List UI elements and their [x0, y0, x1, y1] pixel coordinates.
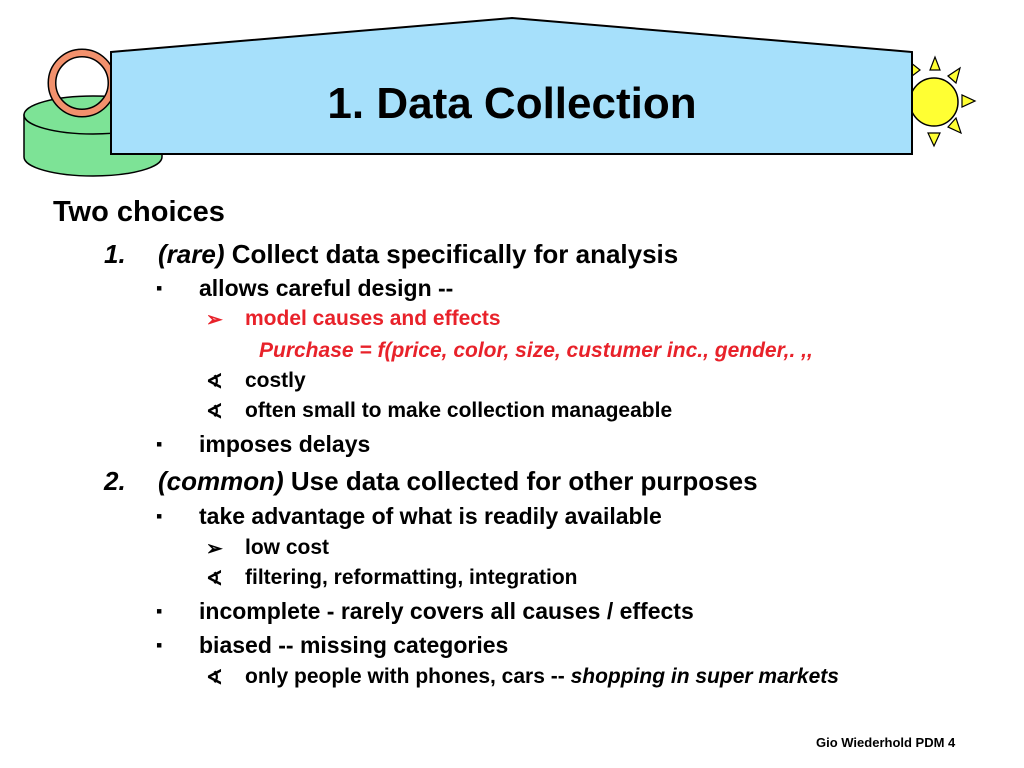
item-2-bullet-2: incomplete - rarely covers all causes / … — [199, 598, 694, 624]
item-2-bullet-1-sub-2: filtering, reformatting, integration — [245, 566, 578, 589]
item-2-bullet-3: biased -- missing categories — [199, 632, 509, 658]
slide-title: 1. Data Collection — [327, 79, 697, 128]
item-1-bullet-1-sub-2: costly — [245, 369, 306, 392]
item-1-bullet-2: imposes delays — [199, 431, 371, 457]
square-bullet-icon: ▪ — [156, 434, 163, 454]
item-1-text: Collect data specifically for analysis — [231, 239, 679, 269]
item-1-bullet-1: allows careful design -- — [199, 275, 454, 301]
item-1: (rare) Collect data specifically for ana… — [158, 239, 678, 270]
square-bullet-icon: ▪ — [156, 506, 163, 526]
heading-two-choices: Two choices — [53, 196, 225, 228]
item-number-1: 1. — [104, 239, 126, 269]
item-1-bullet-1-sub-1: model causes and effects — [245, 307, 501, 330]
slide-footer: Gio Wiederhold PDM 4 — [816, 735, 956, 750]
chevron-bullet-icon: ∢ — [206, 401, 223, 423]
title-banner-shape — [110, 16, 913, 155]
title-banner: 1. Data Collection — [110, 14, 914, 156]
square-bullet-icon: ▪ — [156, 601, 163, 621]
item-2-tag: (common) — [158, 466, 284, 496]
arrow-bullet-icon: ➢ — [206, 538, 223, 560]
chevron-bullet-icon: ∢ — [206, 371, 223, 393]
item-2-bullet-3-sub-1-italic: shopping in super markets — [570, 665, 839, 688]
sun-icon — [909, 55, 977, 148]
item-1-bullet-1-sub-3: often small to make collection manageabl… — [245, 399, 673, 422]
item-1-tag: (rare) — [158, 239, 225, 269]
purchase-formula: Purchase = f(price, color, size, custume… — [259, 339, 813, 362]
chevron-bullet-icon: ∢ — [206, 568, 223, 590]
item-2-bullet-1-sub-1: low cost — [245, 536, 330, 559]
item-2: (common) Use data collected for other pu… — [158, 466, 758, 497]
item-2-bullet-3-sub-1: only people with phones, cars -- shoppin… — [245, 665, 839, 689]
square-bullet-icon: ▪ — [156, 278, 163, 298]
chevron-bullet-icon: ∢ — [206, 667, 223, 689]
square-bullet-icon: ▪ — [156, 635, 163, 655]
item-number-2: 2. — [104, 466, 126, 496]
item-2-text: Use data collected for other purposes — [290, 466, 758, 496]
item-2-bullet-3-sub-1-plain: only people with phones, cars -- — [245, 665, 565, 688]
arrow-bullet-icon: ➢ — [206, 309, 223, 331]
item-2-bullet-1: take advantage of what is readily availa… — [199, 503, 662, 529]
